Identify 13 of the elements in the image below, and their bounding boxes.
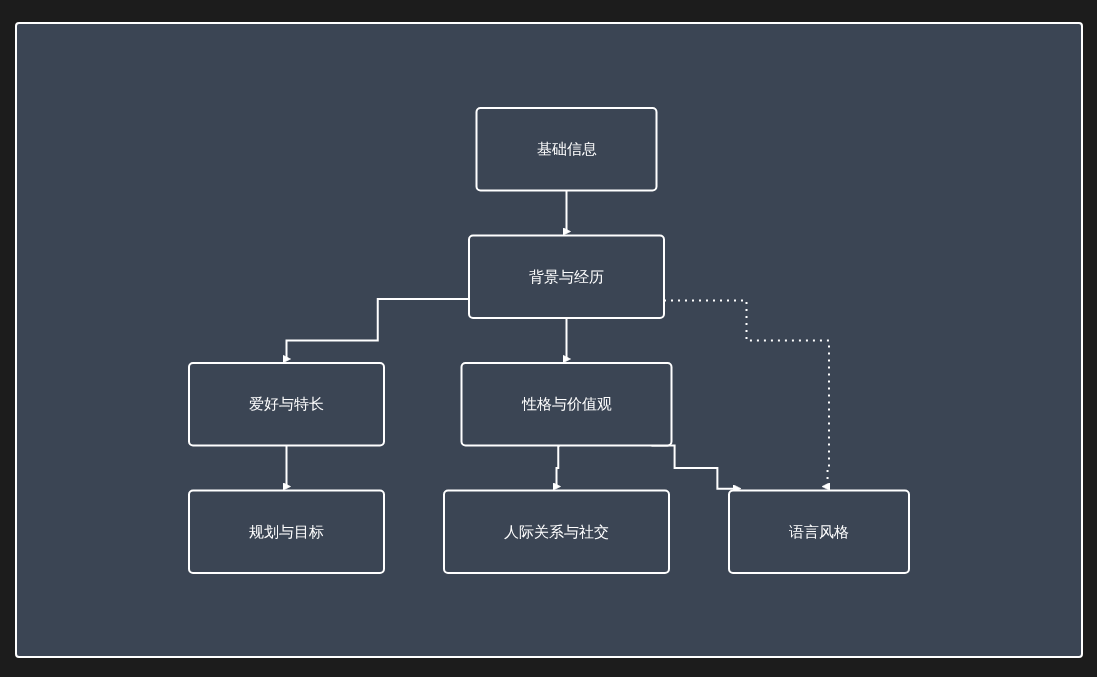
node-box bbox=[188, 489, 385, 574]
arrow bbox=[282, 444, 291, 491]
diagram-panel: 基础信息 背景与经历 爱好与特长 性格与价值观 规划与目标 人际关系与社交 语言风格 bbox=[15, 22, 1083, 658]
node-box bbox=[443, 489, 670, 574]
arrow bbox=[552, 444, 562, 491]
arrow bbox=[562, 189, 571, 236]
node-box bbox=[468, 234, 665, 319]
node-box bbox=[475, 106, 658, 191]
node-box bbox=[460, 361, 673, 446]
node-box bbox=[728, 489, 910, 574]
arrow bbox=[282, 297, 470, 363]
arrow bbox=[562, 316, 571, 363]
node-box bbox=[188, 361, 385, 446]
